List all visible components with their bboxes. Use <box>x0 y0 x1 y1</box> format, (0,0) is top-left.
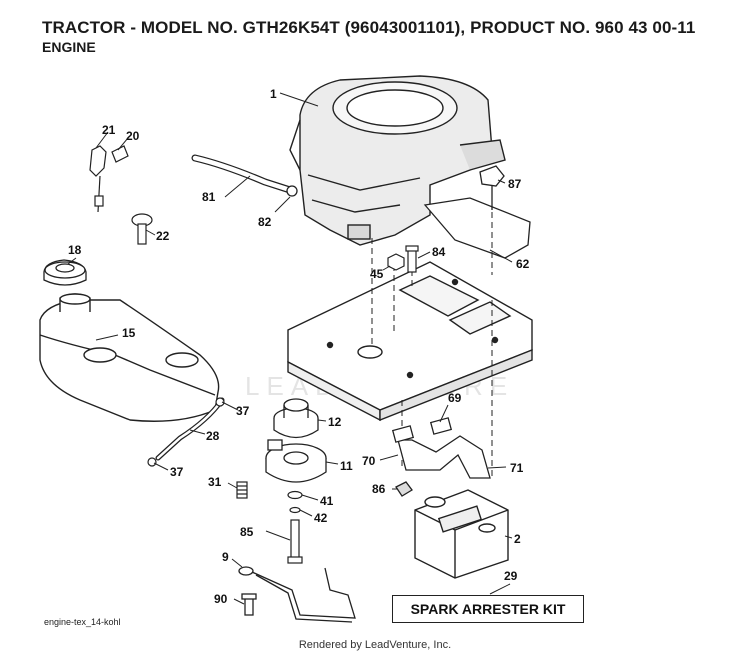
part-label-29: 29 <box>504 569 518 583</box>
part-label-2: 2 <box>514 532 521 546</box>
part-label-1: 1 <box>270 87 277 101</box>
part-label-45: 45 <box>370 267 384 281</box>
part-label-20: 20 <box>126 129 140 143</box>
fuel-cap-part[interactable] <box>43 259 87 286</box>
part-label-9: 9 <box>222 550 229 564</box>
part-label-22: 22 <box>156 229 170 243</box>
choke-knob-part[interactable] <box>131 213 153 245</box>
part-labels: 1 21 20 22 81 82 18 15 37 28 37 12 11 41… <box>68 87 530 606</box>
part-label-31: 31 <box>208 475 222 489</box>
page-subtitle: ENGINE <box>42 39 96 55</box>
fuel-line[interactable] <box>191 154 298 197</box>
washer-parts[interactable] <box>287 490 303 564</box>
part-label-82: 82 <box>258 215 272 229</box>
part-label-87: 87 <box>508 177 522 191</box>
pulley-part[interactable] <box>273 398 319 439</box>
leader-lines <box>67 92 513 605</box>
clutch-part[interactable] <box>265 439 327 483</box>
knob-part[interactable] <box>479 165 505 210</box>
engine-part[interactable] <box>289 75 506 246</box>
fuel-hose-part[interactable] <box>147 397 225 467</box>
heat-shield-plate[interactable] <box>423 197 531 259</box>
spring-part[interactable] <box>236 481 248 499</box>
part-label-41: 41 <box>320 494 334 508</box>
page-title: TRACTOR - MODEL NO. GTH26K54T (960430011… <box>42 18 696 37</box>
part-label-69: 69 <box>448 391 462 405</box>
render-credit: Rendered by LeadVenture, Inc. <box>298 639 452 651</box>
fuel-tank-part[interactable] <box>39 293 220 422</box>
part-label-37-top: 37 <box>236 404 250 418</box>
part-label-86: 86 <box>372 482 386 496</box>
part-label-70: 70 <box>362 454 376 468</box>
part-label-85: 85 <box>240 525 254 539</box>
exhaust-pipe-part[interactable] <box>391 417 491 497</box>
part-label-15: 15 <box>122 326 136 340</box>
fastener-parts[interactable] <box>387 245 419 273</box>
spark-arrester-kit-box[interactable]: SPARK ARRESTER KIT <box>392 595 584 623</box>
muffler-part[interactable] <box>414 489 509 579</box>
rod-part[interactable] <box>238 566 356 623</box>
switch-part[interactable] <box>89 145 129 213</box>
part-label-21: 21 <box>102 123 116 137</box>
part-label-18: 18 <box>68 243 82 257</box>
part-label-42: 42 <box>314 511 328 525</box>
part-label-62: 62 <box>516 257 530 271</box>
part-label-37-bottom: 37 <box>170 465 184 479</box>
part-label-84: 84 <box>432 245 446 259</box>
part-label-81: 81 <box>202 190 216 204</box>
part-label-28: 28 <box>206 429 220 443</box>
part-label-71: 71 <box>510 461 524 475</box>
part-label-11: 11 <box>340 459 353 473</box>
diagram-code: engine-tex_14-kohl <box>44 617 121 627</box>
chassis-frame[interactable] <box>287 261 533 422</box>
part-label-12: 12 <box>328 415 342 429</box>
part-label-90: 90 <box>214 592 228 606</box>
